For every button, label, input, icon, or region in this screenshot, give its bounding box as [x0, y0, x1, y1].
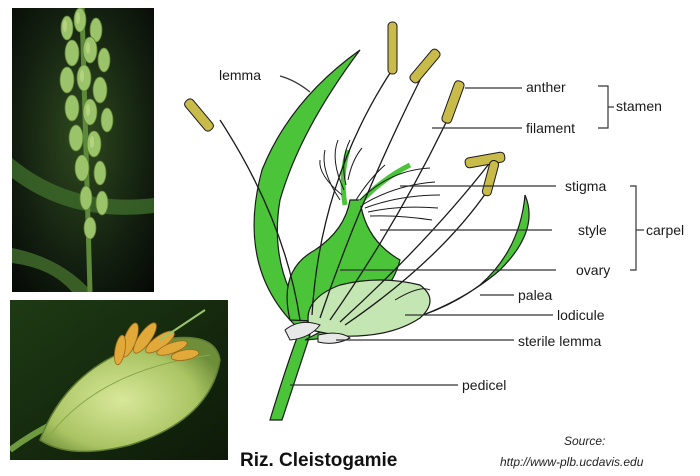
label-anther: anther	[526, 79, 566, 95]
label-pedicel: pedicel	[462, 377, 506, 393]
label-filament: filament	[526, 120, 575, 136]
label-ovary: ovary	[576, 262, 610, 278]
source-url: http://www-plb.ucdavis.edu	[500, 455, 644, 469]
label-style: style	[578, 222, 607, 238]
source-label: Source:	[564, 434, 605, 448]
label-stamen: stamen	[616, 98, 662, 114]
label-sterile-lemma: sterile lemma	[518, 333, 601, 349]
label-lemma: lemma	[219, 67, 261, 83]
figure-title: Riz. Cleistogamie	[240, 450, 397, 471]
label-stigma: stigma	[565, 178, 606, 194]
label-lodicule: lodicule	[557, 307, 605, 323]
label-carpel: carpel	[646, 222, 684, 238]
pedicel-shape	[270, 335, 310, 420]
label-palea: palea	[518, 287, 552, 303]
